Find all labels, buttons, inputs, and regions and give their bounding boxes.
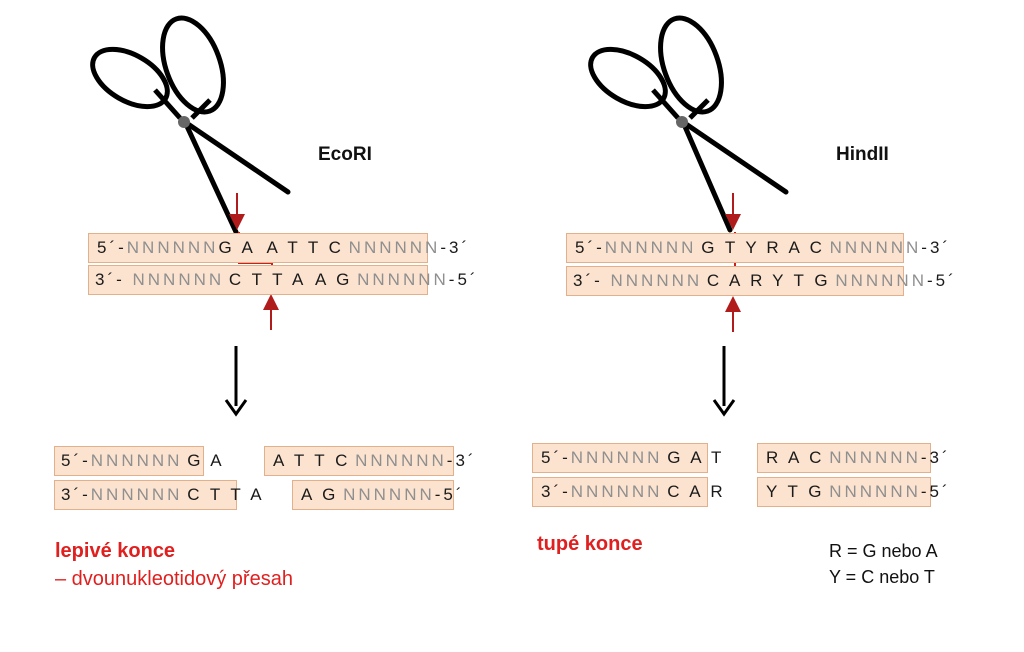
n-sequence: NNNNNN [570, 482, 663, 501]
blunt-sequence: R A C [766, 448, 825, 467]
site-right: A G [315, 270, 353, 289]
sticky-sequence: C T T A [187, 485, 265, 504]
legend: R = G nebo A Y = C nebo T [829, 538, 938, 590]
prime-label: 5´- [541, 448, 571, 467]
sticky-sequence: A G [301, 485, 339, 504]
prime-label: -3´ [920, 448, 951, 467]
hindii-fragment-right-top: R A C NNNNNN-3´ [757, 443, 948, 473]
n-sequence: NNNNNN [348, 238, 441, 257]
enzyme-title-ecori: EcoRI [318, 144, 372, 165]
n-sequence: NNNNNN [90, 485, 183, 504]
prime-label: 3´- [541, 482, 571, 501]
ecori-top-strand: 5´-NNNNNNG A A T T C NNNNNN-3´ [88, 233, 467, 263]
site-left: G T Y [701, 238, 760, 257]
prime-label: 5´- [61, 451, 91, 470]
site-right: A T T C [266, 238, 344, 257]
prime-label: 3´- [95, 270, 133, 289]
hindii-top-strand: 5´-NNNNNN G T Y R A C NNNNNN-3´ [566, 233, 948, 263]
n-sequence: NNNNNN [829, 448, 921, 467]
prime-label: 5´- [575, 238, 605, 257]
hindii-bottom-strand: 3´- NNNNNN C A R Y T G NNNNNN-5´ [566, 266, 954, 296]
scissors-icon [588, 15, 789, 233]
n-sequence: NNNNNN [570, 448, 663, 467]
n-sequence: NNNNNN [604, 238, 697, 257]
n-sequence: NNNNNN [355, 451, 447, 470]
enzyme-title-hindii: HindII [836, 144, 889, 165]
prime-label: -3´ [921, 238, 952, 257]
prime-label: -3´ [446, 451, 477, 470]
hindii-fragment-left-top: 5´-NNNNNN G A T [532, 443, 721, 473]
prime-label: 5´- [97, 238, 127, 257]
prime-label: -5´ [434, 485, 465, 504]
n-sequence: NNNNNN [126, 238, 219, 257]
sticky-sequence: G A [187, 451, 225, 470]
ecori-result-description: – dvounukleotidový přesah [55, 568, 293, 590]
blunt-sequence: Y T G [766, 482, 825, 501]
hindii-fragment-right-bottom: Y T G NNNNNN-5´ [757, 477, 948, 507]
ecori-fragment-right-bottom: A G NNNNNN-5´ [292, 480, 462, 510]
prime-label: -5´ [920, 482, 951, 501]
n-sequence: NNNNNN [132, 270, 225, 289]
site-right: Y T G [772, 271, 831, 290]
legend-line-y: Y = C nebo T [829, 567, 935, 587]
sticky-sequence: A T T C [273, 451, 351, 470]
site-right: R A C [766, 238, 825, 257]
prime-label: -5´ [448, 270, 479, 289]
ecori-fragment-right-top: A T T C NNNNNN-3´ [264, 446, 474, 476]
prime-label: -5´ [927, 271, 957, 290]
n-sequence: NNNNNN [610, 271, 703, 290]
site-left: C T T A [228, 270, 307, 289]
ecori-result-label: lepivé konce [55, 540, 176, 562]
prime-label: 3´- [573, 271, 611, 290]
ecori-fragment-left-top: 5´-NNNNNN G A [54, 446, 222, 476]
blunt-sequence: C A R [667, 482, 726, 501]
blunt-sequence: G A T [667, 448, 725, 467]
arrow-down-icon [712, 346, 736, 417]
n-sequence: NNNNNN [90, 451, 183, 470]
site-left: C A R [706, 271, 766, 290]
hindii-fragment-left-bottom: 3´-NNNNNN C A R [532, 477, 723, 507]
n-sequence: NNNNNN [835, 271, 927, 290]
n-sequence: NNNNNN [343, 485, 435, 504]
ecori-fragment-left-bottom: 3´-NNNNNN C T T A [54, 480, 262, 510]
prime-label: 3´- [61, 485, 91, 504]
prime-label: -3´ [440, 238, 471, 257]
legend-line-r: R = G nebo A [829, 541, 938, 561]
ecori-bottom-strand: 3´- NNNNNN C T T A A G NNNNNN-5´ [88, 265, 476, 295]
n-sequence: NNNNNN [829, 482, 921, 501]
site-left: G A [218, 238, 256, 257]
arrow-down-icon [224, 346, 248, 417]
n-sequence: NNNNNN [357, 270, 449, 289]
hindii-result-label: tupé konce [537, 533, 643, 555]
scissors-icon [90, 15, 291, 235]
n-sequence: NNNNNN [829, 238, 922, 257]
